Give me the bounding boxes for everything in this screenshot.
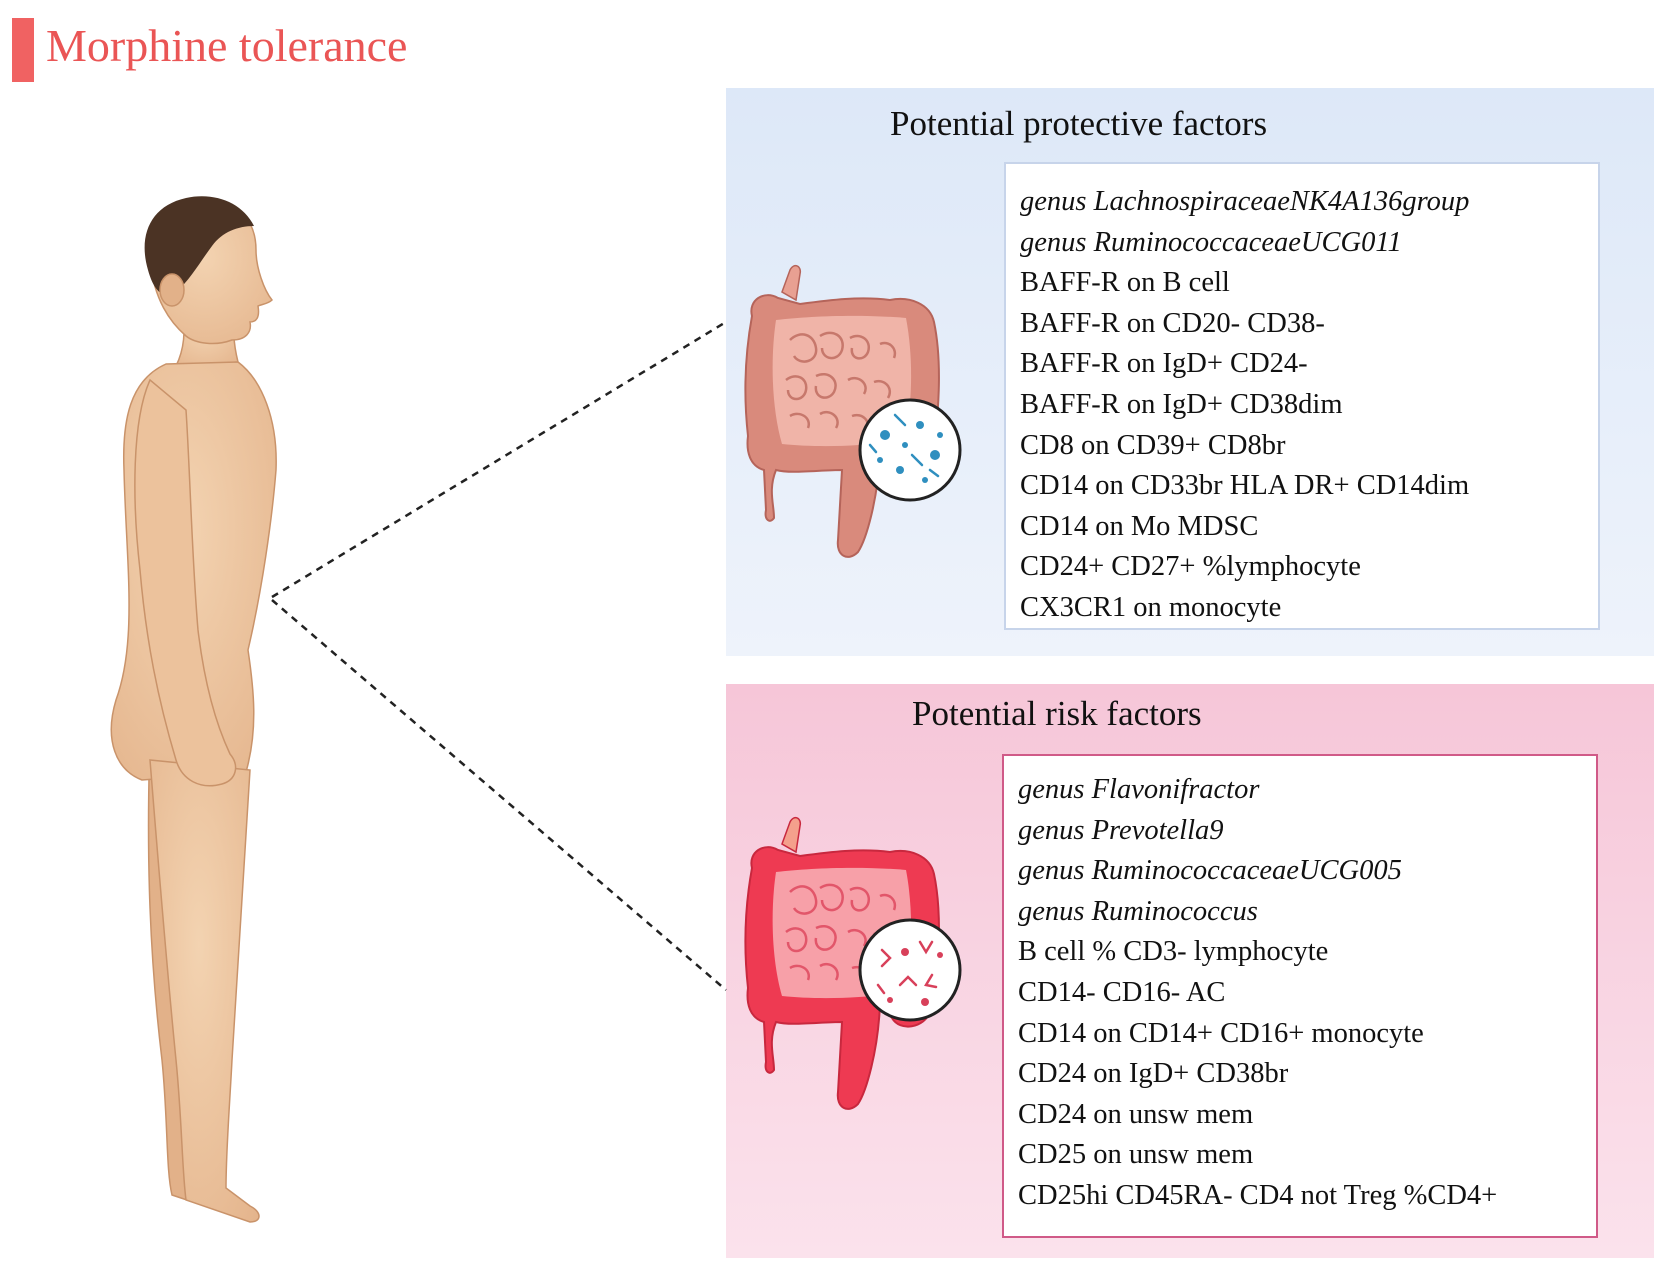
human-figure-icon: [110, 196, 277, 1223]
risk-factor-item: B cell % CD3- lymphocyte: [1018, 936, 1329, 968]
protective-factor-item: genus LachnospiraceaeNK4A136group: [1020, 186, 1470, 217]
beneficial-microbes-icon: [858, 398, 962, 502]
risk-factors-panel: Potential risk factors genus Flavonifrac…: [726, 684, 1654, 1258]
connector-line-risk: [271, 599, 727, 991]
risk-factor-item: CD24 on IgD+ CD38br: [1018, 1058, 1289, 1090]
risk-factors-heading: Potential risk factors: [912, 694, 1202, 733]
protective-factor-item: CD14 on Mo MDSC: [1020, 510, 1259, 542]
risk-factor-item: CD24 on unsw mem: [1018, 1098, 1254, 1130]
protective-factor-item: CD8 on CD39+ CD8br: [1020, 429, 1286, 461]
risk-factors-box: genus Flavonifractor genus Prevotella9 gen…: [1002, 754, 1598, 1238]
connector-line-protective: [271, 320, 727, 599]
risk-factor-item: CD14 on CD14+ CD16+ monocyte: [1018, 1017, 1424, 1049]
protective-factor-item: BAFF-R on IgD+ CD24-: [1020, 348, 1308, 380]
risk-factor-item: genus Prevotella9: [1018, 814, 1224, 846]
protective-factor-item: genus RuminococcaceaeUCG011: [1020, 226, 1402, 258]
risk-factor-item: genus RuminococcaceaeUCG005: [1018, 855, 1402, 887]
protective-factor-item: BAFF-R on CD20- CD38-: [1020, 307, 1325, 339]
harmful-microbes-icon: [858, 918, 962, 1022]
risk-factor-item: genus Flavonifractor: [1018, 774, 1260, 805]
protective-factors-box: genus LachnospiraceaeNK4A136group genus R…: [1004, 162, 1600, 630]
page-title: Morphine tolerance: [46, 20, 408, 71]
risk-factor-item: CD14- CD16- AC: [1018, 976, 1226, 1008]
protective-factor-item: CD14 on CD33br HLA DR+ CD14dim: [1020, 470, 1470, 502]
risk-factor-item: genus Ruminococcus: [1018, 895, 1258, 927]
protective-factor-item: CD24+ CD27+ %lymphocyte: [1020, 551, 1361, 583]
protective-factor-item: BAFF-R on B cell: [1020, 267, 1230, 299]
protective-factors-list: genus LachnospiraceaeNK4A136group genus R…: [1020, 182, 1469, 629]
risk-factor-item: CD25hi CD45RA- CD4 not Treg %CD4+: [1018, 1179, 1498, 1211]
protective-factors-heading: Potential protective factors: [890, 104, 1268, 143]
protective-factor-item: BAFF-R on IgD+ CD38dim: [1020, 388, 1343, 420]
risk-factor-item: CD25 on unsw mem: [1018, 1139, 1254, 1171]
risk-factors-list: genus Flavonifractor genus Prevotella9 gen…: [1018, 770, 1497, 1217]
title-accent-bar: [12, 18, 34, 82]
protective-factor-item: CX3CR1 on monocyte: [1020, 591, 1282, 623]
